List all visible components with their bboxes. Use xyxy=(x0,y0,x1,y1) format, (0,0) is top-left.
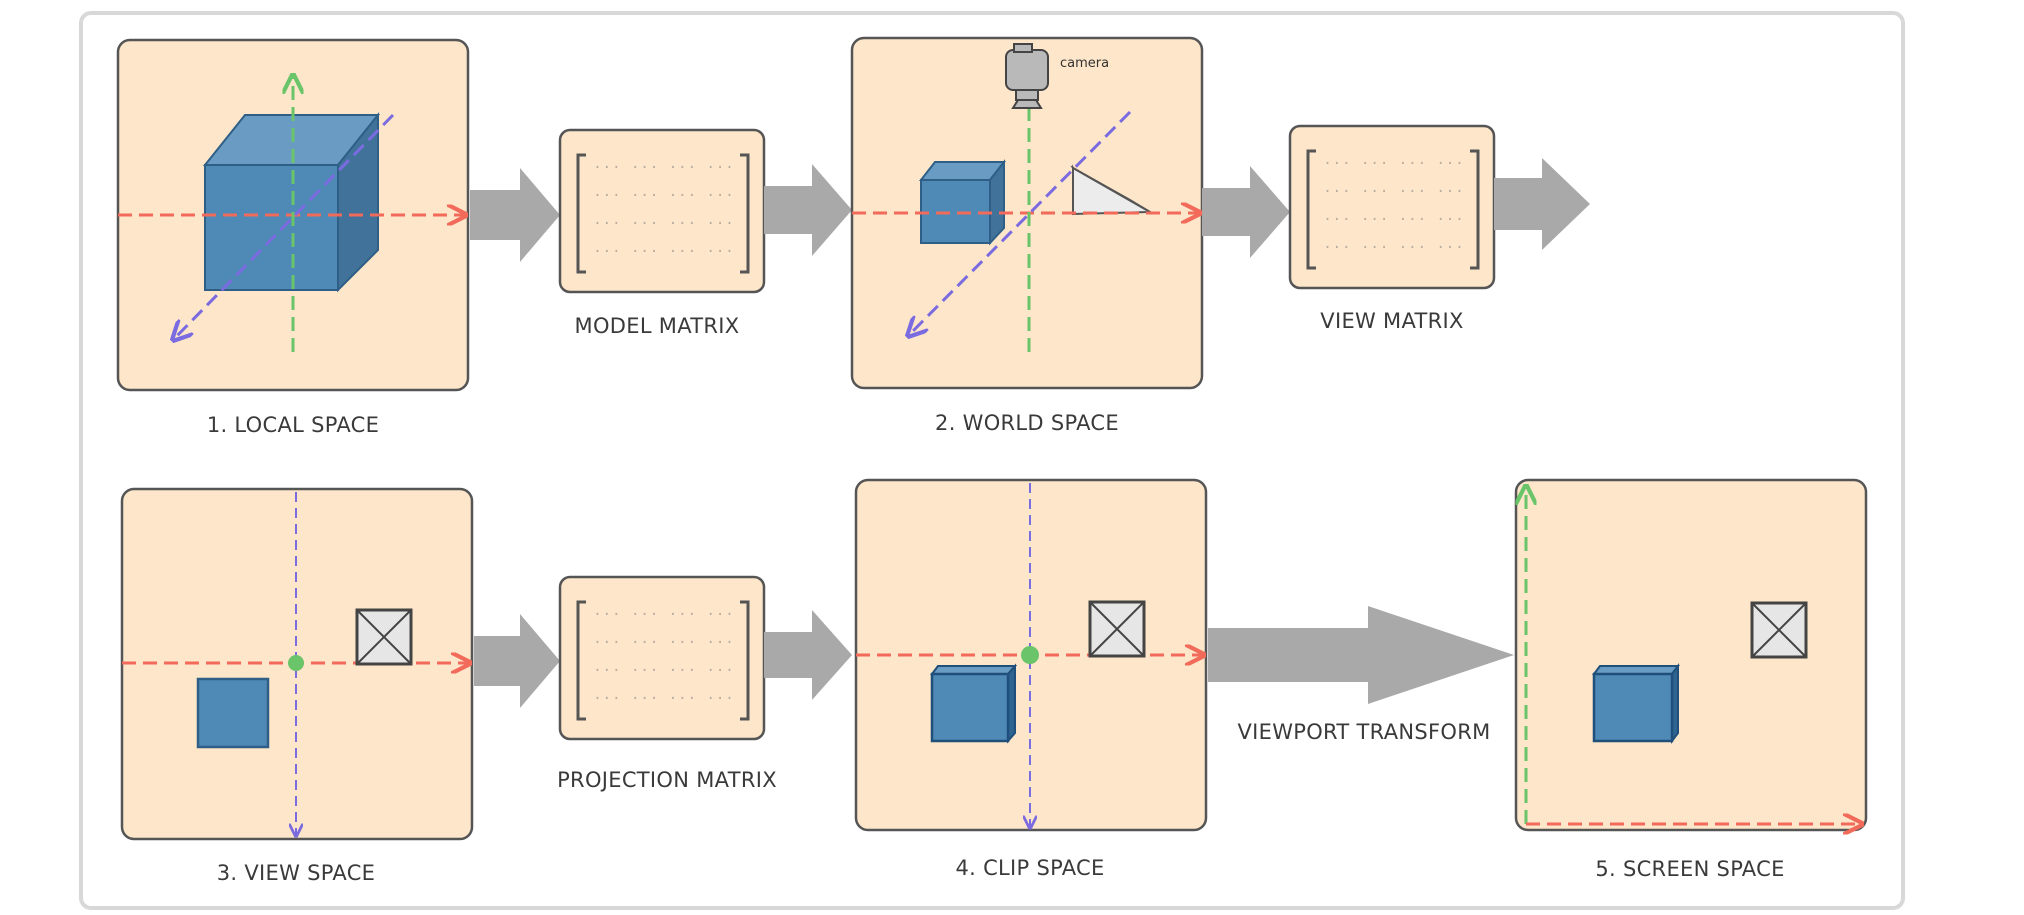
local-space-panel xyxy=(116,38,470,392)
matrix-row: ··· ··· ··· ··· xyxy=(1323,240,1465,256)
projection-matrix: ··· ··· ··· ··· ··· ··· ··· ··· ··· ··· … xyxy=(558,575,766,741)
matrix-row: ··· ··· ··· ··· xyxy=(1323,212,1465,228)
model-matrix-label: MODEL MATRIX xyxy=(575,314,740,338)
cube-object xyxy=(930,663,1018,744)
pyramid-object xyxy=(355,608,413,666)
flow-arrow xyxy=(764,610,852,700)
clip-space-panel xyxy=(854,478,1208,832)
pyramid-object xyxy=(1750,601,1808,659)
camera-icon xyxy=(1005,43,1049,109)
world-space-label: 2. WORLD SPACE xyxy=(935,411,1119,435)
matrix-row: ··· ··· ··· ··· xyxy=(1323,156,1465,172)
camera-label: camera xyxy=(1060,56,1109,71)
matrix-row: ··· ··· ··· ··· xyxy=(593,663,735,679)
view-space-panel xyxy=(120,487,474,841)
flow-arrow xyxy=(474,614,560,708)
flow-arrow xyxy=(1208,606,1514,704)
cube-object xyxy=(1592,663,1680,744)
matrix-row: ··· ··· ··· ··· xyxy=(593,244,735,260)
viewport-transform-label: VIEWPORT TRANSFORM xyxy=(1237,720,1490,744)
view-space-label: 3. VIEW SPACE xyxy=(217,861,375,885)
matrix-row: ··· ··· ··· ··· xyxy=(1323,184,1465,200)
matrix-row: ··· ··· ··· ··· xyxy=(593,160,735,176)
clip-space-label: 4. CLIP SPACE xyxy=(955,856,1104,880)
flow-arrow xyxy=(764,164,852,256)
matrix-row: ··· ··· ··· ··· xyxy=(593,188,735,204)
flow-arrow xyxy=(1202,166,1290,258)
pyramid-object xyxy=(1088,600,1146,658)
world-space-panel: camera xyxy=(850,36,1204,390)
projection-matrix-label: PROJECTION MATRIX xyxy=(557,768,777,792)
model-matrix: ··· ··· ··· ··· ··· ··· ··· ··· ··· ··· … xyxy=(558,128,766,294)
local-space-label: 1. LOCAL SPACE xyxy=(207,413,379,437)
matrix-row: ··· ··· ··· ··· xyxy=(593,607,735,623)
flow-arrow xyxy=(470,168,560,262)
screen-space-label: 5. SCREEN SPACE xyxy=(1595,857,1784,881)
view-matrix: ··· ··· ··· ··· ··· ··· ··· ··· ··· ··· … xyxy=(1288,124,1496,290)
cube-object xyxy=(196,677,270,749)
view-matrix-label: VIEW MATRIX xyxy=(1320,309,1463,333)
matrix-row: ··· ··· ··· ··· xyxy=(593,216,735,232)
matrix-row: ··· ··· ··· ··· xyxy=(593,691,735,707)
screen-space-panel xyxy=(1514,478,1868,830)
matrix-row: ··· ··· ··· ··· xyxy=(593,635,735,651)
flow-arrow xyxy=(1494,158,1590,250)
